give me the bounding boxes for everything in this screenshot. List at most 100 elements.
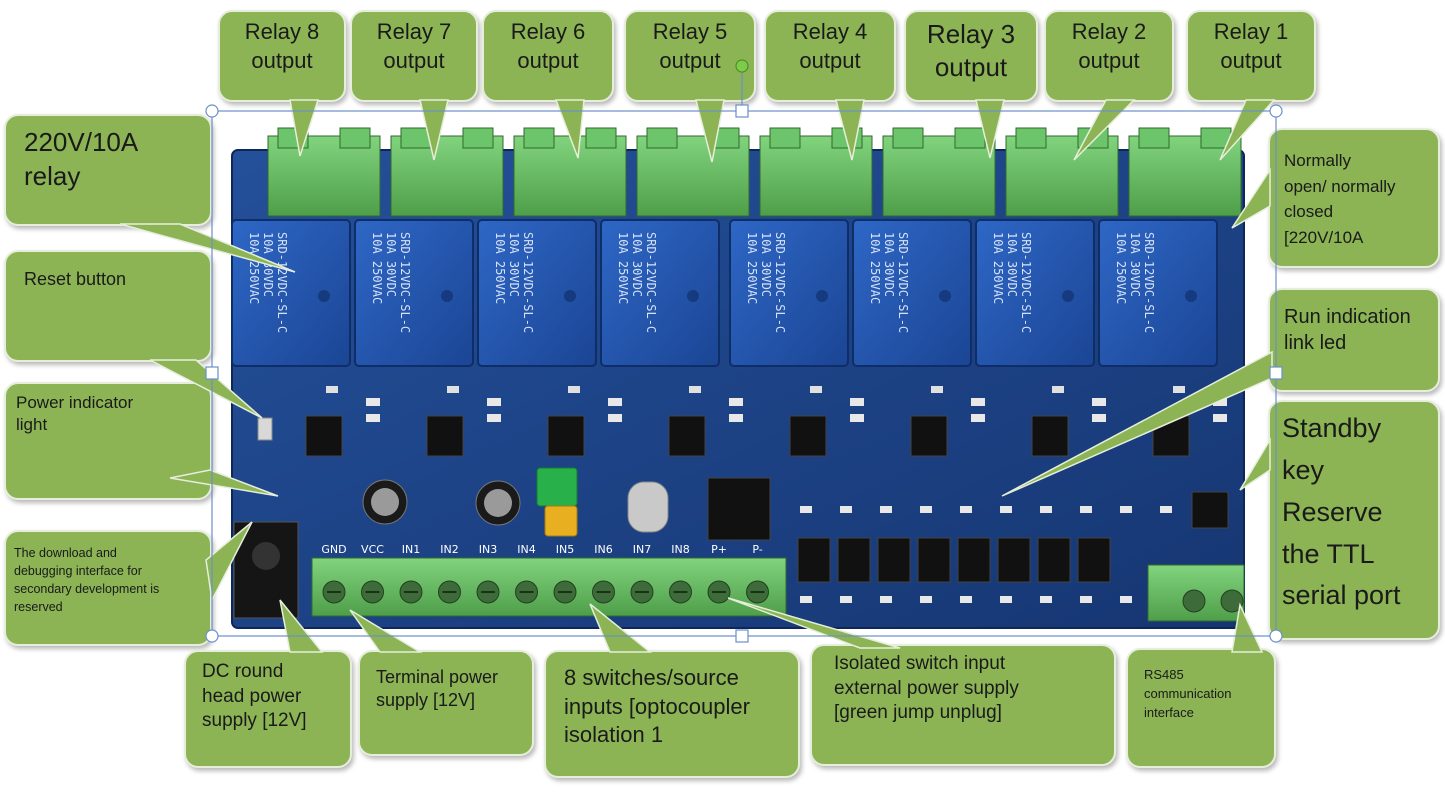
callout-relay-6: Relay 6 output bbox=[482, 10, 614, 102]
callout-power-indicator: Power indicator light bbox=[4, 382, 212, 500]
callout-line: serial port bbox=[1282, 580, 1401, 611]
callout-line: RS485 bbox=[1144, 667, 1184, 682]
crystal-oscillator bbox=[627, 481, 669, 533]
optocoupler bbox=[426, 415, 464, 457]
callout-normally-open: Normally open/ normally closed [220V/10A bbox=[1268, 128, 1440, 268]
callout-relay-3: Relay 3 output bbox=[904, 10, 1038, 102]
smd-resistor bbox=[1160, 506, 1172, 513]
callout-line: output bbox=[383, 47, 445, 73]
callout-line: Reserve bbox=[1282, 496, 1383, 527]
callout-line: The download and bbox=[14, 546, 117, 560]
relay-print-line: 10A 30VDC bbox=[630, 232, 644, 297]
callout-line: interface bbox=[1144, 704, 1194, 720]
terminal-tab bbox=[769, 127, 801, 149]
callout-run-indication: Run indication link led bbox=[1268, 288, 1440, 392]
callout-line: Relay 7 bbox=[376, 19, 452, 44]
callout-line: Relay 8 bbox=[244, 19, 320, 44]
callout-line: isolation 1 bbox=[564, 722, 664, 748]
terminal-tab bbox=[646, 127, 678, 149]
input-optocoupler bbox=[797, 537, 831, 583]
callout-line: link led bbox=[1284, 332, 1347, 354]
callout-line: supply [12V] bbox=[202, 710, 307, 732]
pin-label: IN7 bbox=[633, 543, 651, 556]
pin-label: P+ bbox=[711, 543, 727, 556]
smd-diode bbox=[689, 386, 701, 393]
pin-label: GND bbox=[321, 543, 346, 556]
callout-relay-5: Relay 5 output bbox=[624, 10, 756, 102]
pin-label: IN4 bbox=[517, 543, 535, 556]
smd-diode bbox=[1052, 386, 1064, 393]
relay-print-line: 10A 250VAC bbox=[493, 232, 507, 304]
pin-label: IN6 bbox=[594, 543, 612, 556]
terminal-tab bbox=[1077, 127, 1109, 149]
smd-resistor bbox=[366, 414, 380, 422]
callout-line: reserved bbox=[14, 600, 63, 615]
smd-resistor bbox=[840, 506, 852, 513]
callout-download-interface: The download and debugging interface for… bbox=[4, 530, 212, 646]
callout-terminal-power: Terminal power supply [12V] bbox=[358, 650, 534, 756]
microcontroller-chip bbox=[707, 477, 771, 541]
terminal-tab bbox=[1138, 127, 1170, 149]
callout-line: the TTL bbox=[1282, 538, 1375, 569]
smd-resistor bbox=[1040, 596, 1052, 603]
callout-line: secondary development is bbox=[14, 582, 160, 597]
rs485-chip bbox=[1191, 491, 1229, 529]
callout-line: Normally bbox=[1284, 151, 1352, 170]
relay-print-line: 10A 250VAC bbox=[745, 232, 759, 304]
smd-diode bbox=[326, 386, 338, 393]
pin-label: IN3 bbox=[479, 543, 497, 556]
smd-resistor bbox=[971, 398, 985, 406]
relay-print-line: 10A 250VAC bbox=[370, 232, 384, 304]
callout-line: inputs [optocoupler bbox=[564, 693, 750, 719]
callout-line: Relay 1 bbox=[1213, 19, 1289, 44]
input-optocoupler bbox=[837, 537, 871, 583]
callout-standby-key: Standby key Reserve the TTL serial port bbox=[1268, 400, 1440, 640]
smd-resistor bbox=[487, 414, 501, 422]
smd-resistor bbox=[850, 398, 864, 406]
dc-jack-hole bbox=[252, 542, 280, 570]
smd-resistor bbox=[800, 506, 812, 513]
smd-resistor bbox=[608, 414, 622, 422]
smd-resistor bbox=[1000, 506, 1012, 513]
pin-label: IN2 bbox=[440, 543, 458, 556]
terminal-tab bbox=[831, 127, 863, 149]
optocoupler bbox=[668, 415, 706, 457]
callout-line: head power bbox=[202, 685, 302, 707]
callout-line: DC round bbox=[202, 661, 284, 682]
callout-line: output bbox=[1220, 47, 1282, 73]
smd-resistor bbox=[920, 506, 932, 513]
input-optocoupler bbox=[1037, 537, 1071, 583]
callout-line: Reset button bbox=[24, 269, 127, 289]
pin-label: IN5 bbox=[556, 543, 574, 556]
relay-print-line: 10A 250VAC bbox=[868, 232, 882, 304]
callout-line: communication bbox=[1144, 685, 1232, 701]
relay: 10A 250VAC10A 30VDCSRD-12VDC-SL-C bbox=[1098, 219, 1218, 367]
terminal-tab bbox=[400, 127, 432, 149]
smd-resistor bbox=[366, 398, 380, 406]
terminal-tab bbox=[339, 127, 371, 149]
input-optocoupler bbox=[877, 537, 911, 583]
callout-line: output bbox=[251, 47, 313, 73]
callout-line: open/ normally bbox=[1284, 176, 1396, 196]
callout-switch-inputs: 8 switches/source inputs [optocoupler is… bbox=[544, 650, 800, 778]
smd-resistor bbox=[729, 414, 743, 422]
relay-print-line: SRD-12VDC-SL-C bbox=[398, 232, 412, 333]
pin-label: P- bbox=[752, 543, 762, 556]
callout-reset-button: Reset button bbox=[4, 250, 212, 362]
optocoupler bbox=[1152, 415, 1190, 457]
input-optocoupler bbox=[917, 537, 951, 583]
relay-print-line: SRD-12VDC-SL-C bbox=[773, 232, 787, 333]
optocoupler bbox=[547, 415, 585, 457]
smd-diode bbox=[810, 386, 822, 393]
optocoupler bbox=[305, 415, 343, 457]
smd-diode bbox=[931, 386, 943, 393]
relay-print-line: SRD-12VDC-SL-C bbox=[1019, 232, 1033, 333]
callout-line: output bbox=[799, 47, 861, 73]
smd-resistor bbox=[960, 506, 972, 513]
callout-line: Relay 6 bbox=[510, 19, 586, 44]
relay-print-line: SRD-12VDC-SL-C bbox=[896, 232, 910, 333]
relay: 10A 250VAC10A 30VDCSRD-12VDC-SL-C bbox=[477, 219, 597, 367]
smd-resistor bbox=[1080, 596, 1092, 603]
callout-rs485: RS485 communication interface bbox=[1126, 648, 1276, 768]
callout-relay-1: Relay 1 output bbox=[1186, 10, 1316, 102]
